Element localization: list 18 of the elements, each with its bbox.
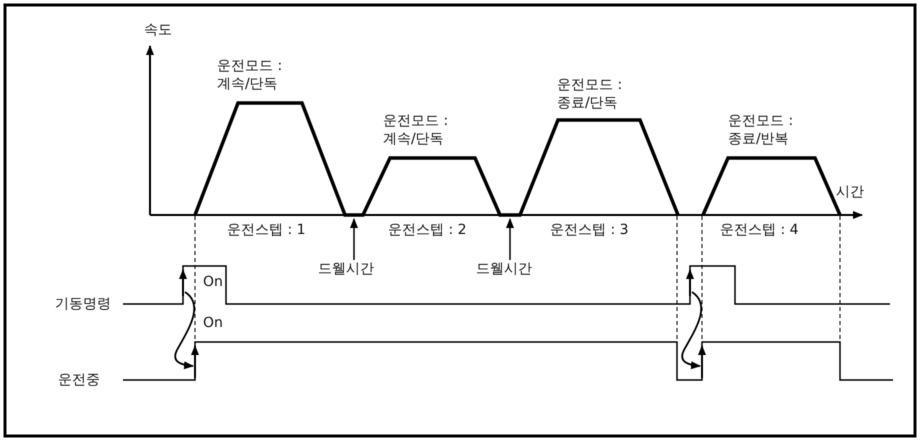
callout-text: 드웰시간 [318, 260, 374, 278]
leader-arrow [506, 218, 514, 260]
step-label: 운전스텝 : 2 [388, 221, 467, 239]
leader-arrow [350, 218, 358, 260]
mode-label: 운전모드 : 계속/단독 [383, 112, 450, 148]
step-label: 운전스텝 : 1 [227, 221, 306, 239]
mode-label: 운전모드 : 종료/반복 [728, 112, 794, 148]
state-label: On [203, 273, 223, 291]
signal-name: 기동명령 [55, 295, 111, 313]
mode-label: 운전모드 : 계속/단독 [217, 57, 284, 93]
step-label: 운전스텝 : 3 [550, 221, 629, 239]
axis-label: 속도 [144, 21, 172, 39]
callout-text: 드웰시간 [476, 260, 532, 278]
signal-name: 운전중 [58, 371, 100, 389]
axis-label: 시간 [836, 183, 864, 201]
step-label: 운전스텝 : 4 [720, 221, 799, 239]
state-label: On [203, 314, 223, 332]
mode-label: 운전모드 : 종료/단독 [557, 76, 624, 112]
